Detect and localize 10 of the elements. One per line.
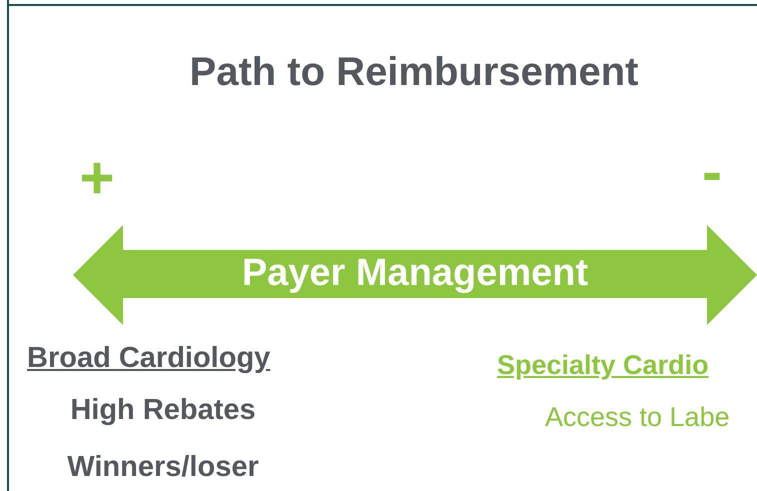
column-heading: Broad Cardiology <box>27 344 270 373</box>
column-heading: Specialty Cardio <box>497 352 709 379</box>
list-item: High Rebates <box>70 396 256 425</box>
double-headed-arrow <box>73 225 757 325</box>
minus-sign: - <box>702 142 722 202</box>
list-item: Access to Labe <box>545 404 730 431</box>
arrow-label: Payer Management <box>242 254 588 292</box>
title: Path to Reimbursement <box>190 52 638 92</box>
plus-sign: + <box>79 148 115 208</box>
list-item: Winners/loser <box>67 453 259 482</box>
